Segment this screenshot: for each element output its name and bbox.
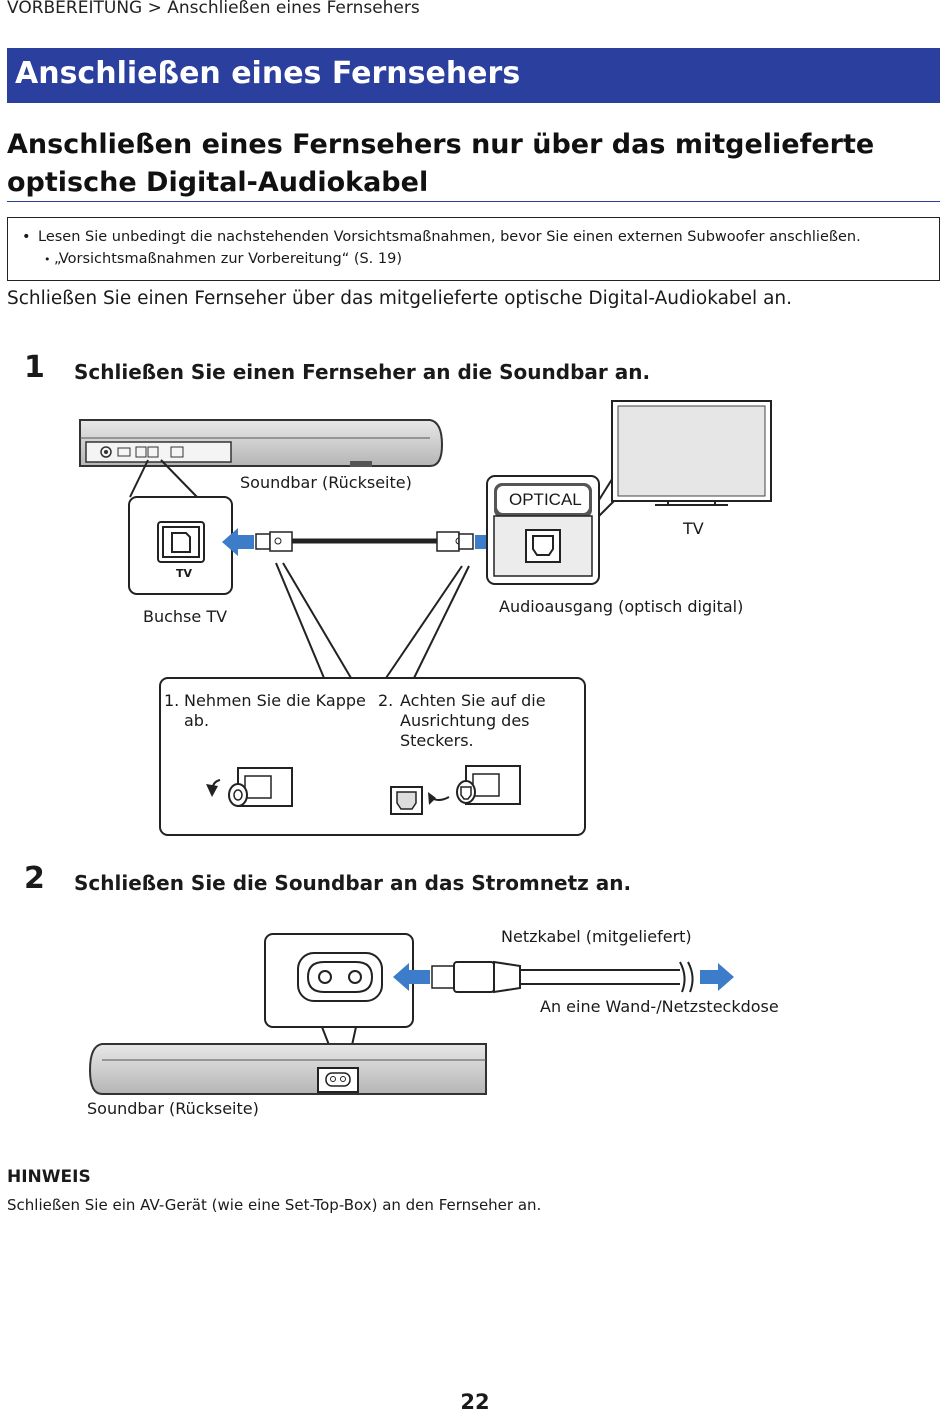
remove-cap-plug-icon [206,767,293,807]
caution-link[interactable]: •„Vorsichtsmaßnahmen zur Vorbereitung“ (… [44,251,403,267]
label-soundbar-back-2: Soundbar (Rückseite) [87,1099,259,1118]
tip-1-number: 1. [164,691,180,710]
caution-text: •Lesen Sie unbedingt die nachstehenden V… [22,229,861,245]
power-cable-illustration [431,960,694,994]
label-optical: OPTICAL [509,490,582,509]
tv-illustration [611,400,772,506]
label-jack-tv: Buchse TV [143,607,228,626]
tip-2-line-2: Ausrichtung des [400,711,530,730]
tip-1-line-1: Nehmen Sie die Kappe [184,691,366,710]
step-1-number: 1 [24,350,45,385]
hinweis-text: Schließen Sie ein AV-Gerät (wie eine Set… [7,1196,542,1214]
label-wall-outlet: An eine Wand-/Netzsteckdose [540,997,779,1016]
tip-1-line-2: ab. [184,711,210,730]
optical-cable-illustration [255,531,474,552]
soundbar-back-illustration [79,419,444,467]
breadcrumb: VORBEREITUNG > Anschließen eines Fernseh… [7,0,420,18]
label-audio-out: Audioausgang (optisch digital) [499,597,744,616]
tip-2-line-1: Achten Sie auf die [400,691,546,710]
step-2-text: Schließen Sie die Soundbar an das Stromn… [74,871,632,895]
subtitle-divider [7,201,940,202]
label-soundbar-back: Soundbar (Rückseite) [240,473,412,492]
caution-text-line: Lesen Sie unbedingt die nachstehenden Vo… [38,229,861,245]
step-1-text: Schließen Sie einen Fernseher an die Sou… [74,360,651,384]
section-title-bar: Anschließen eines Fernsehers [7,48,940,103]
power-left-arrow-icon [393,963,430,991]
page-number: 22 [460,1390,490,1414]
hinweis-heading: HINWEIS [7,1167,91,1187]
plug-orientation-icon [390,765,521,815]
section-title: Anschließen eines Fernsehers [15,56,521,91]
label-power-cable: Netzkabel (mitgeliefert) [501,927,692,946]
label-tv: TV [683,519,704,538]
step-2-number: 2 [24,861,45,896]
label-jack-tv-small: TV [176,567,193,580]
tip-2-number: 2. [378,691,394,710]
soundbar-bottom-illustration [88,1043,487,1095]
optical-jack-icon [157,521,205,563]
optical-output-icon [525,529,561,563]
power-inlet-icon [297,952,383,1002]
caution-link-text[interactable]: „Vorsichtsmaßnahmen zur Vorbereitung“ (S… [54,251,403,267]
tip-2-line-3: Steckers. [400,731,474,750]
intro-text: Schließen Sie einen Fernseher über das m… [7,288,793,309]
page-subtitle: Anschließen eines Fernsehers nur über da… [7,129,875,198]
caution-box [7,217,940,281]
left-arrow-icon [222,528,254,556]
power-right-arrow-icon [700,963,734,991]
